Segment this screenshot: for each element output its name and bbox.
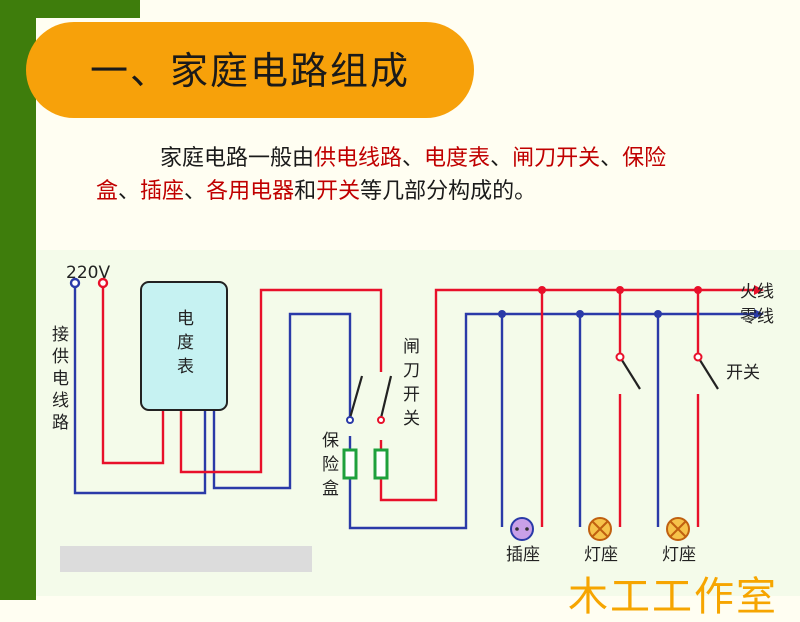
- fuse: [373, 448, 389, 480]
- light-switch-blade: [697, 356, 719, 390]
- lamp-label: 灯座: [584, 545, 618, 565]
- para-text: 、: [184, 179, 207, 204]
- neutral-terminal: [69, 277, 81, 289]
- para-text: 、: [118, 179, 141, 204]
- para-text: 等几部分构成的。: [360, 179, 537, 204]
- supply-label-char: 供: [52, 347, 69, 367]
- title-banner: [26, 22, 474, 118]
- light-switch-contact: [693, 352, 703, 362]
- electric-meter: [140, 281, 228, 411]
- neutral-wiring: [73, 286, 754, 530]
- neutral-wire-label: 零线: [740, 307, 774, 327]
- para-text: 和: [294, 179, 317, 204]
- lamp-label: 灯座: [662, 545, 696, 565]
- socket-label: 插座: [506, 545, 540, 565]
- socket-hole: [525, 527, 529, 531]
- watermark-text: 木工工作室: [568, 574, 778, 620]
- switch-contact: [377, 416, 385, 424]
- household-circuit-diagram: 220V 接 供 电 线 路 电 度 表 闸 刀 开 关 保: [36, 250, 800, 596]
- para-highlight: 各用电器: [206, 179, 295, 204]
- voltage-label: 220V: [66, 263, 110, 283]
- knife-switch-label-char: 刀: [403, 361, 420, 381]
- lamp-icon: [666, 517, 690, 541]
- intro-paragraph: 家庭电路一般由供电线路、电度表、闸刀开关、保险盒、插座、各用电器和开关等几部分构…: [96, 142, 676, 208]
- junction-dots: [498, 286, 702, 318]
- supply-label-char: 路: [52, 413, 69, 433]
- para-highlight: 供电线路: [314, 146, 403, 171]
- knife-switch-blade: [348, 375, 364, 419]
- light-switch-blade: [619, 356, 641, 390]
- gray-placeholder-bar: [60, 546, 312, 572]
- lamp-icon: [588, 517, 612, 541]
- para-highlight: 闸刀: [512, 146, 557, 171]
- para-text: 家庭电路一般由: [160, 146, 315, 171]
- light-switch-contact: [615, 352, 625, 362]
- page-title: 一、家庭电路组成: [90, 49, 411, 93]
- fuse-box-label-char: 险: [322, 455, 339, 475]
- para-text: 、: [600, 146, 623, 171]
- para-text: 、: [490, 146, 513, 171]
- knife-switch-label-char: 开: [403, 385, 420, 405]
- top-green-bar: [0, 0, 140, 18]
- para-highlight: 插座: [140, 179, 185, 204]
- para-highlight: 保险盒: [96, 146, 667, 204]
- supply-label-char: 线: [52, 391, 69, 411]
- para-highlight: 开关: [556, 146, 601, 171]
- para-highlight: 电度表: [424, 146, 491, 171]
- knife-switch-label-char: 闸: [403, 337, 420, 357]
- para-text: 、: [402, 146, 425, 171]
- fuse-box-label-char: 保: [322, 431, 339, 451]
- fuse-box-label-char: 盒: [322, 479, 339, 499]
- knife-switch-label-char: 关: [403, 409, 420, 429]
- meter-label-char: 度: [177, 333, 194, 353]
- switch-contact: [346, 416, 354, 424]
- para-highlight: 开关: [316, 179, 361, 204]
- switch-label: 开关: [726, 363, 760, 383]
- socket-hole: [515, 527, 519, 531]
- left-green-bar: [0, 0, 36, 600]
- knife-switch-blade: [379, 375, 393, 419]
- fuse: [342, 448, 358, 480]
- live-arrow: [754, 285, 764, 295]
- socket-icon: [510, 517, 534, 541]
- meter-label-char: 电: [177, 309, 194, 329]
- meter-label-char: 表: [177, 357, 194, 377]
- supply-label-char: 电: [52, 369, 69, 389]
- live-wire-label: 火线: [740, 282, 774, 302]
- neutral-arrow: [754, 309, 764, 319]
- live-terminal: [97, 277, 109, 289]
- supply-label-char: 接: [52, 325, 69, 345]
